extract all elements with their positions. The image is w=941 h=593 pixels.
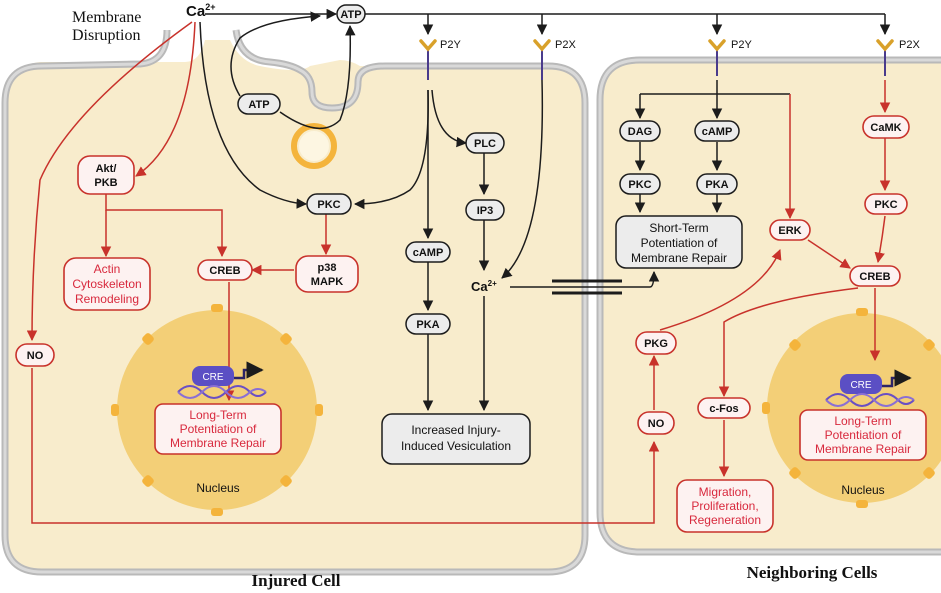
creb-left-node: CREB <box>197 259 253 281</box>
svg-text:cAMP: cAMP <box>702 126 733 138</box>
svg-text:PKC: PKC <box>628 179 651 191</box>
pka-right-node: PKA <box>696 173 738 195</box>
pka-left-node: PKA <box>405 313 451 335</box>
svg-text:cAMP: cAMP <box>413 247 444 259</box>
membrane-disruption-label-2: Disruption <box>72 27 140 44</box>
svg-text:Cytoskeleton: Cytoskeleton <box>72 277 141 291</box>
svg-text:PKA: PKA <box>416 319 439 331</box>
svg-text:IP3: IP3 <box>477 205 494 217</box>
ltp-right-node: Long-Term Potentiation of Membrane Repai… <box>799 409 927 461</box>
svg-text:PKA: PKA <box>705 179 728 191</box>
svg-text:PKC: PKC <box>874 199 897 211</box>
gap-junction <box>552 279 622 295</box>
pkc-right-node: PKC <box>619 173 661 195</box>
svg-text:Potentiation of: Potentiation of <box>180 422 257 436</box>
stp-node: Short-Term Potentiation of Membrane Repa… <box>615 215 743 269</box>
camp-left-node: cAMP <box>405 241 451 263</box>
svg-text:Short-Term: Short-Term <box>649 221 708 235</box>
svg-text:PKG: PKG <box>644 338 668 350</box>
svg-text:PKC: PKC <box>317 199 340 211</box>
neighboring-cells-title: Neighboring Cells <box>747 563 878 582</box>
plc-node: PLC <box>465 132 505 154</box>
dag-node: DAG <box>619 120 661 142</box>
p2x-left-label: P2X <box>555 39 576 51</box>
pkc-right2-node: PKC <box>864 193 908 215</box>
pkc-left-node: PKC <box>306 193 352 215</box>
ltp-left-node: Long-Term Potentiation of Membrane Repai… <box>154 403 282 455</box>
svg-text:ATP: ATP <box>248 99 269 111</box>
svg-text:DAG: DAG <box>628 126 652 138</box>
svg-text:NO: NO <box>648 418 665 430</box>
svg-text:Long-Term: Long-Term <box>834 414 891 428</box>
p38-mapk-node: p38 MAPK <box>295 255 359 293</box>
p2x-right-label: P2X <box>899 39 920 51</box>
svg-text:PLC: PLC <box>474 138 496 150</box>
migration-node: Migration, Proliferation, Regeneration <box>676 479 774 533</box>
atp-top-node: ATP <box>336 4 366 24</box>
svg-text:Proliferation,: Proliferation, <box>691 499 758 513</box>
svg-text:CaMK: CaMK <box>870 122 901 134</box>
svg-text:CREB: CREB <box>859 271 890 283</box>
svg-text:Membrane Repair: Membrane Repair <box>815 442 911 456</box>
svg-text:Migration,: Migration, <box>699 485 752 499</box>
vesiculation-node: Increased Injury- Induced Vesiculation <box>381 413 531 465</box>
black-arrows <box>199 8 891 412</box>
ca-left-label: Ca2+ <box>471 279 497 294</box>
svg-text:PKB: PKB <box>94 177 117 189</box>
svg-text:Akt/: Akt/ <box>96 163 117 175</box>
akt-pkb-node: Akt/ PKB <box>77 155 135 195</box>
svg-text:Long-Term: Long-Term <box>189 408 246 422</box>
svg-text:Actin: Actin <box>94 262 121 276</box>
creb-right-node: CREB <box>849 265 901 287</box>
camp-right-node: cAMP <box>694 120 740 142</box>
atp-inner-node: ATP <box>237 93 281 115</box>
pkg-node: PKG <box>635 331 677 355</box>
receptor-p2x-right <box>876 39 894 76</box>
svg-text:c-Fos: c-Fos <box>709 403 738 415</box>
svg-text:Potentiation of: Potentiation of <box>641 236 718 250</box>
cre-gene-left: CRE <box>177 361 267 399</box>
cre-gene-right: CRE <box>825 369 915 407</box>
svg-text:Membrane Repair: Membrane Repair <box>631 251 727 265</box>
svg-text:Induced Vesiculation: Induced Vesiculation <box>401 439 511 453</box>
svg-text:Remodeling: Remodeling <box>75 292 139 306</box>
nucleus-left-label: Nucleus <box>196 481 239 495</box>
svg-text:NO: NO <box>27 350 44 362</box>
svg-text:CREB: CREB <box>209 265 240 277</box>
svg-text:Potentiation of: Potentiation of <box>825 428 902 442</box>
svg-text:CRE: CRE <box>202 372 223 383</box>
ca-top-label: Ca2+ <box>186 2 215 20</box>
nucleus-right-label: Nucleus <box>841 483 884 497</box>
erk-node: ERK <box>769 219 811 241</box>
svg-text:ATP: ATP <box>340 9 361 21</box>
camk-node: CaMK <box>862 115 910 139</box>
no-right-node: NO <box>637 411 675 435</box>
svg-text:p38: p38 <box>318 262 337 274</box>
svg-text:MAPK: MAPK <box>311 276 343 288</box>
red-arrows <box>26 21 891 524</box>
ip3-node: IP3 <box>465 199 505 221</box>
p2y-right-label: P2Y <box>731 39 752 51</box>
svg-text:Membrane Repair: Membrane Repair <box>170 436 266 450</box>
svg-text:Regeneration: Regeneration <box>689 513 761 527</box>
p2y-left-label: P2Y <box>440 39 461 51</box>
svg-text:ERK: ERK <box>778 225 801 237</box>
no-left-node: NO <box>15 343 55 367</box>
cfos-node: c-Fos <box>697 397 751 419</box>
svg-text:Increased Injury-: Increased Injury- <box>411 423 500 437</box>
injured-cell-title: Injured Cell <box>252 571 341 590</box>
receptor-p2x-left <box>533 39 551 80</box>
actin-node: Actin Cytoskeleton Remodeling <box>63 257 151 311</box>
svg-text:CRE: CRE <box>850 380 871 391</box>
receptor-p2y-right <box>708 39 726 76</box>
receptor-p2y-left <box>419 39 437 80</box>
membrane-disruption-label-1: Membrane <box>72 9 141 26</box>
vesicle <box>291 123 337 169</box>
